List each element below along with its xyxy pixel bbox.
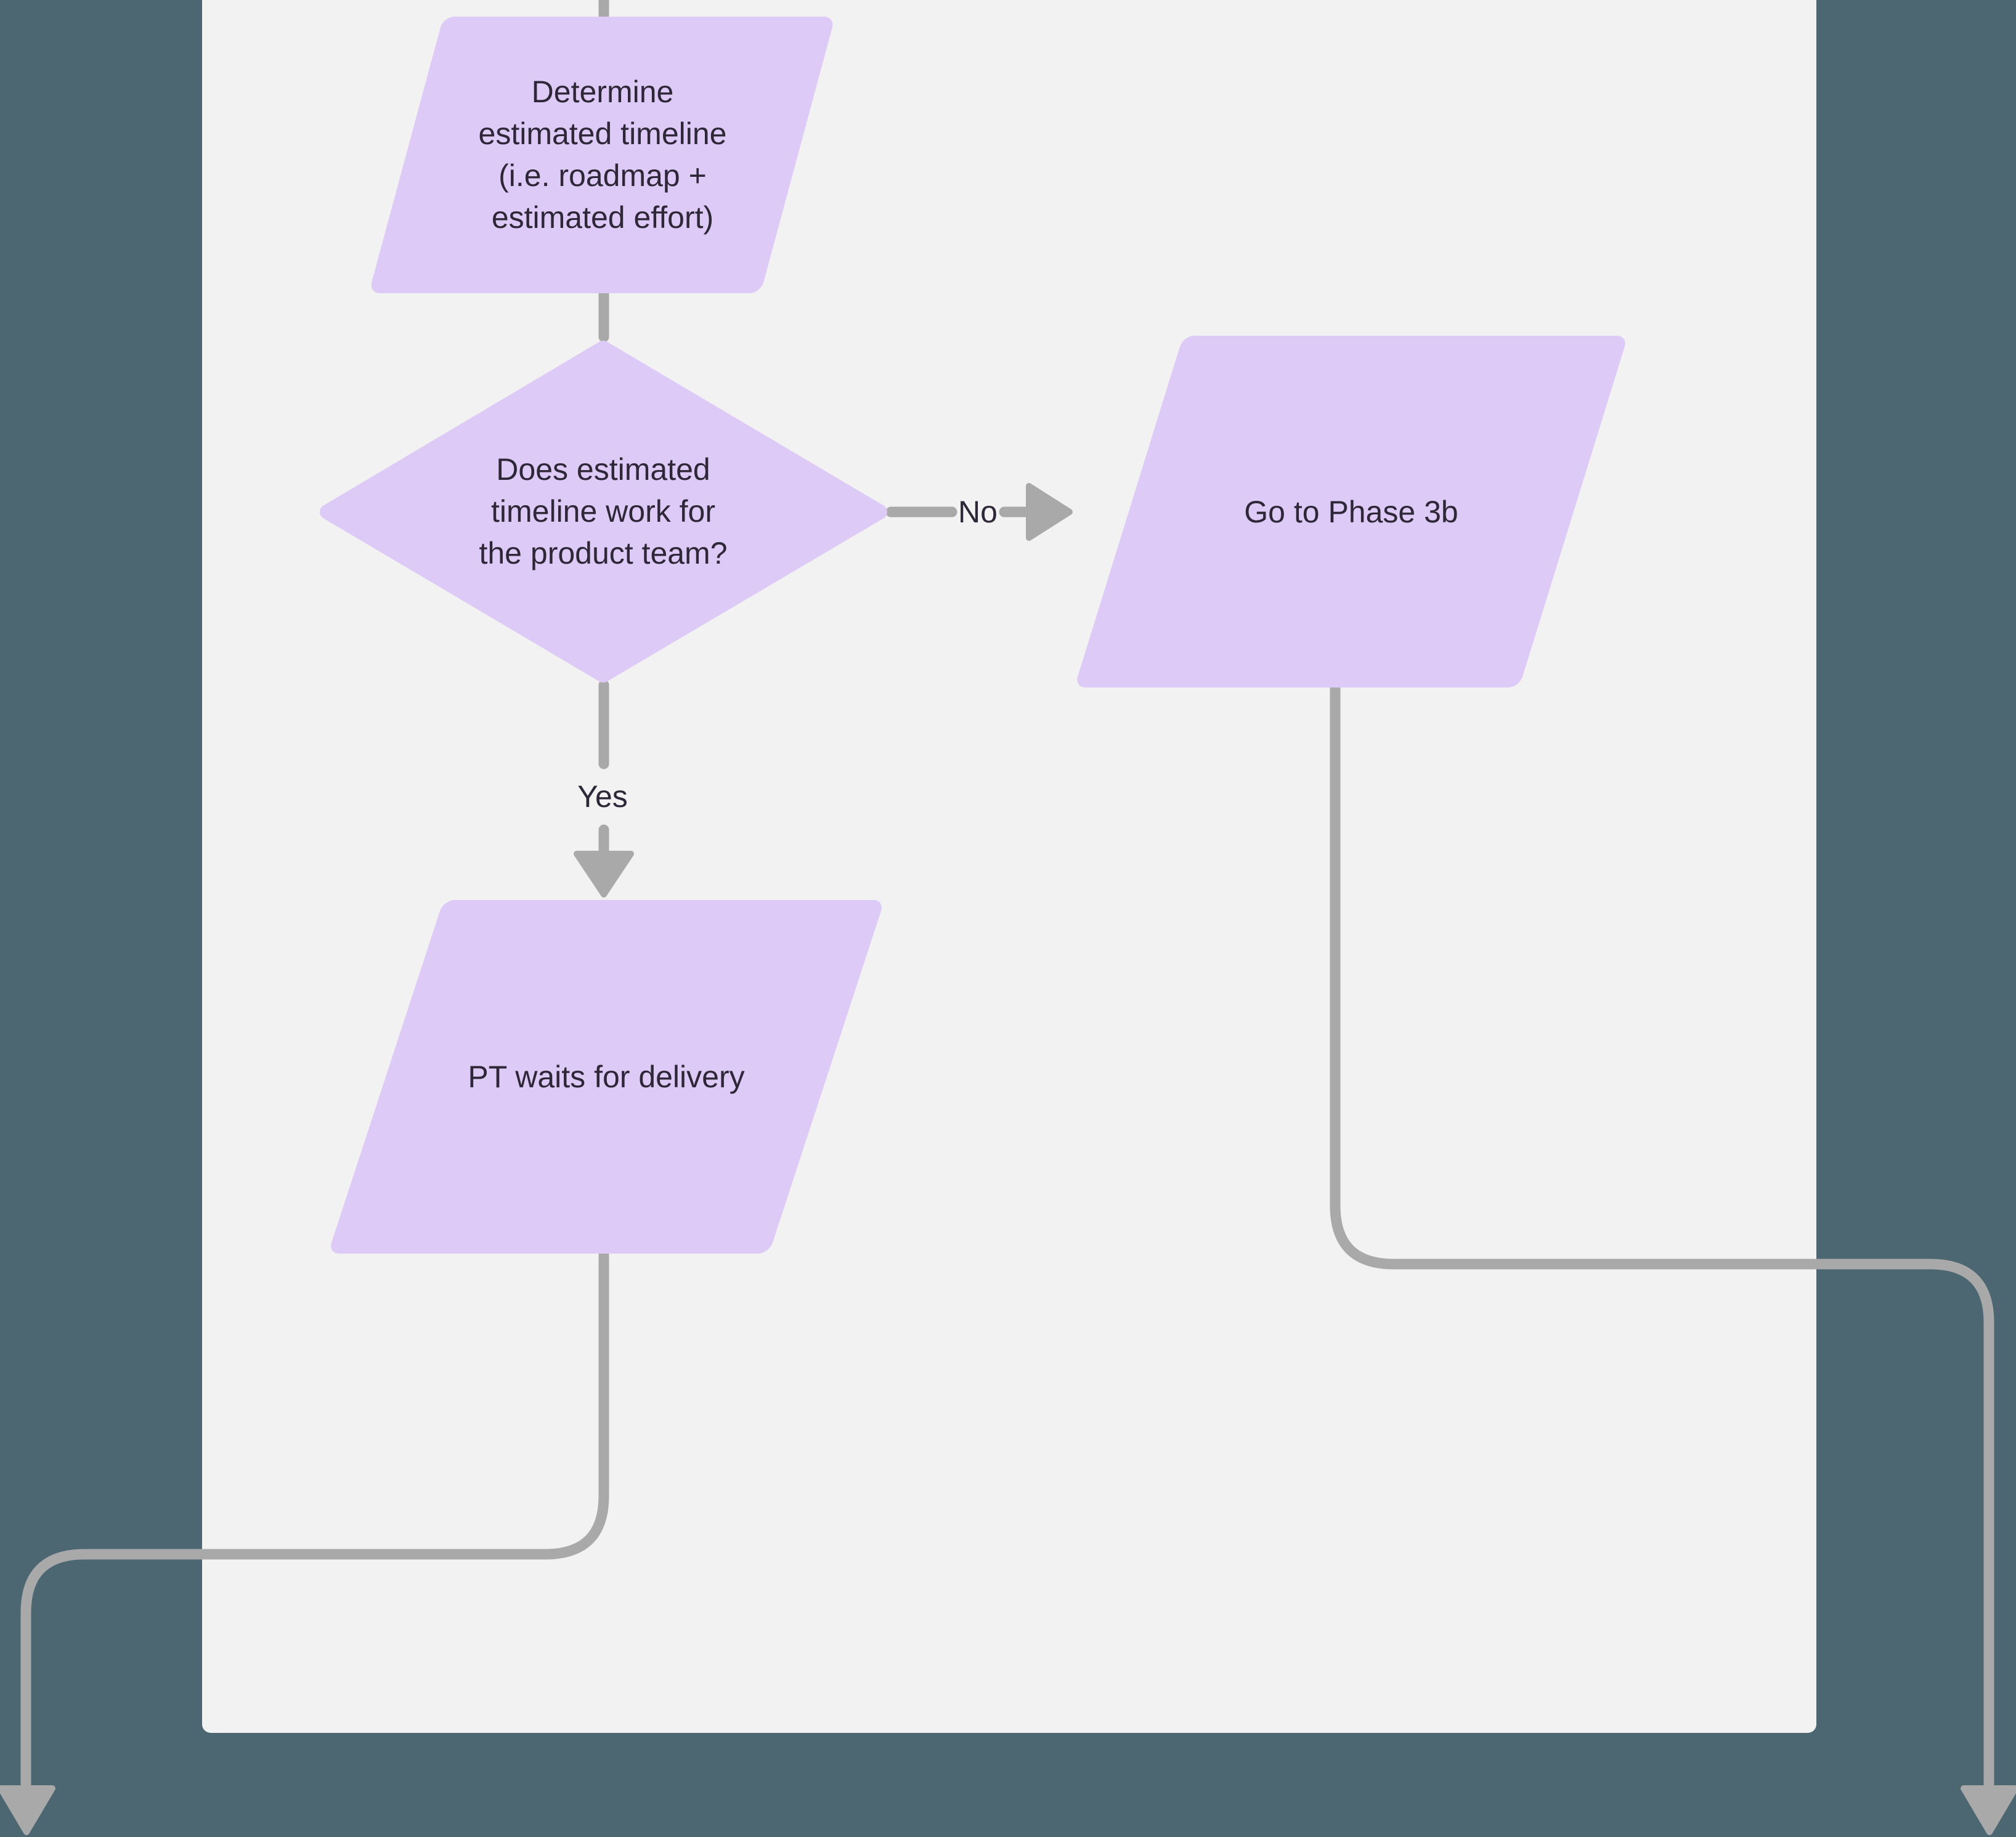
edge-label-yes: Yes — [577, 779, 628, 814]
down-arrowhead-left-offpage-icon[interactable] — [0, 1785, 55, 1835]
down-arrowhead-right-offpage-icon[interactable] — [1961, 1785, 2016, 1835]
node-label-line: estimated timeline — [478, 116, 727, 151]
connector-ptwaits-offpage[interactable] — [20, 1246, 609, 1790]
node-label-decision: Does estimated timeline work for the pro… — [400, 448, 807, 574]
connector-phase3b-offpage[interactable] — [1330, 679, 1994, 1790]
node-label-line: Determine — [531, 75, 674, 109]
node-label-line: timeline work for — [491, 494, 715, 529]
node-label-determine: Determine estimated timeline (i.e. roadm… — [399, 71, 806, 238]
down-arrowhead-yes-icon[interactable] — [574, 851, 634, 898]
node-label-phase3b: Go to Phase 3b — [1244, 495, 1458, 529]
node-label-line: estimated effort) — [491, 200, 714, 235]
right-arrowhead-no-icon[interactable] — [1026, 483, 1073, 541]
node-decision-timeline-works[interactable] — [320, 341, 887, 683]
node-label-line: the product team? — [479, 536, 728, 570]
node-label-line: Does estimated — [496, 452, 710, 487]
node-label-line: (i.e. roadmap + — [498, 158, 707, 193]
edge-label-no: No — [958, 495, 998, 529]
node-label-ptwaits: PT waits for delivery — [468, 1060, 745, 1094]
